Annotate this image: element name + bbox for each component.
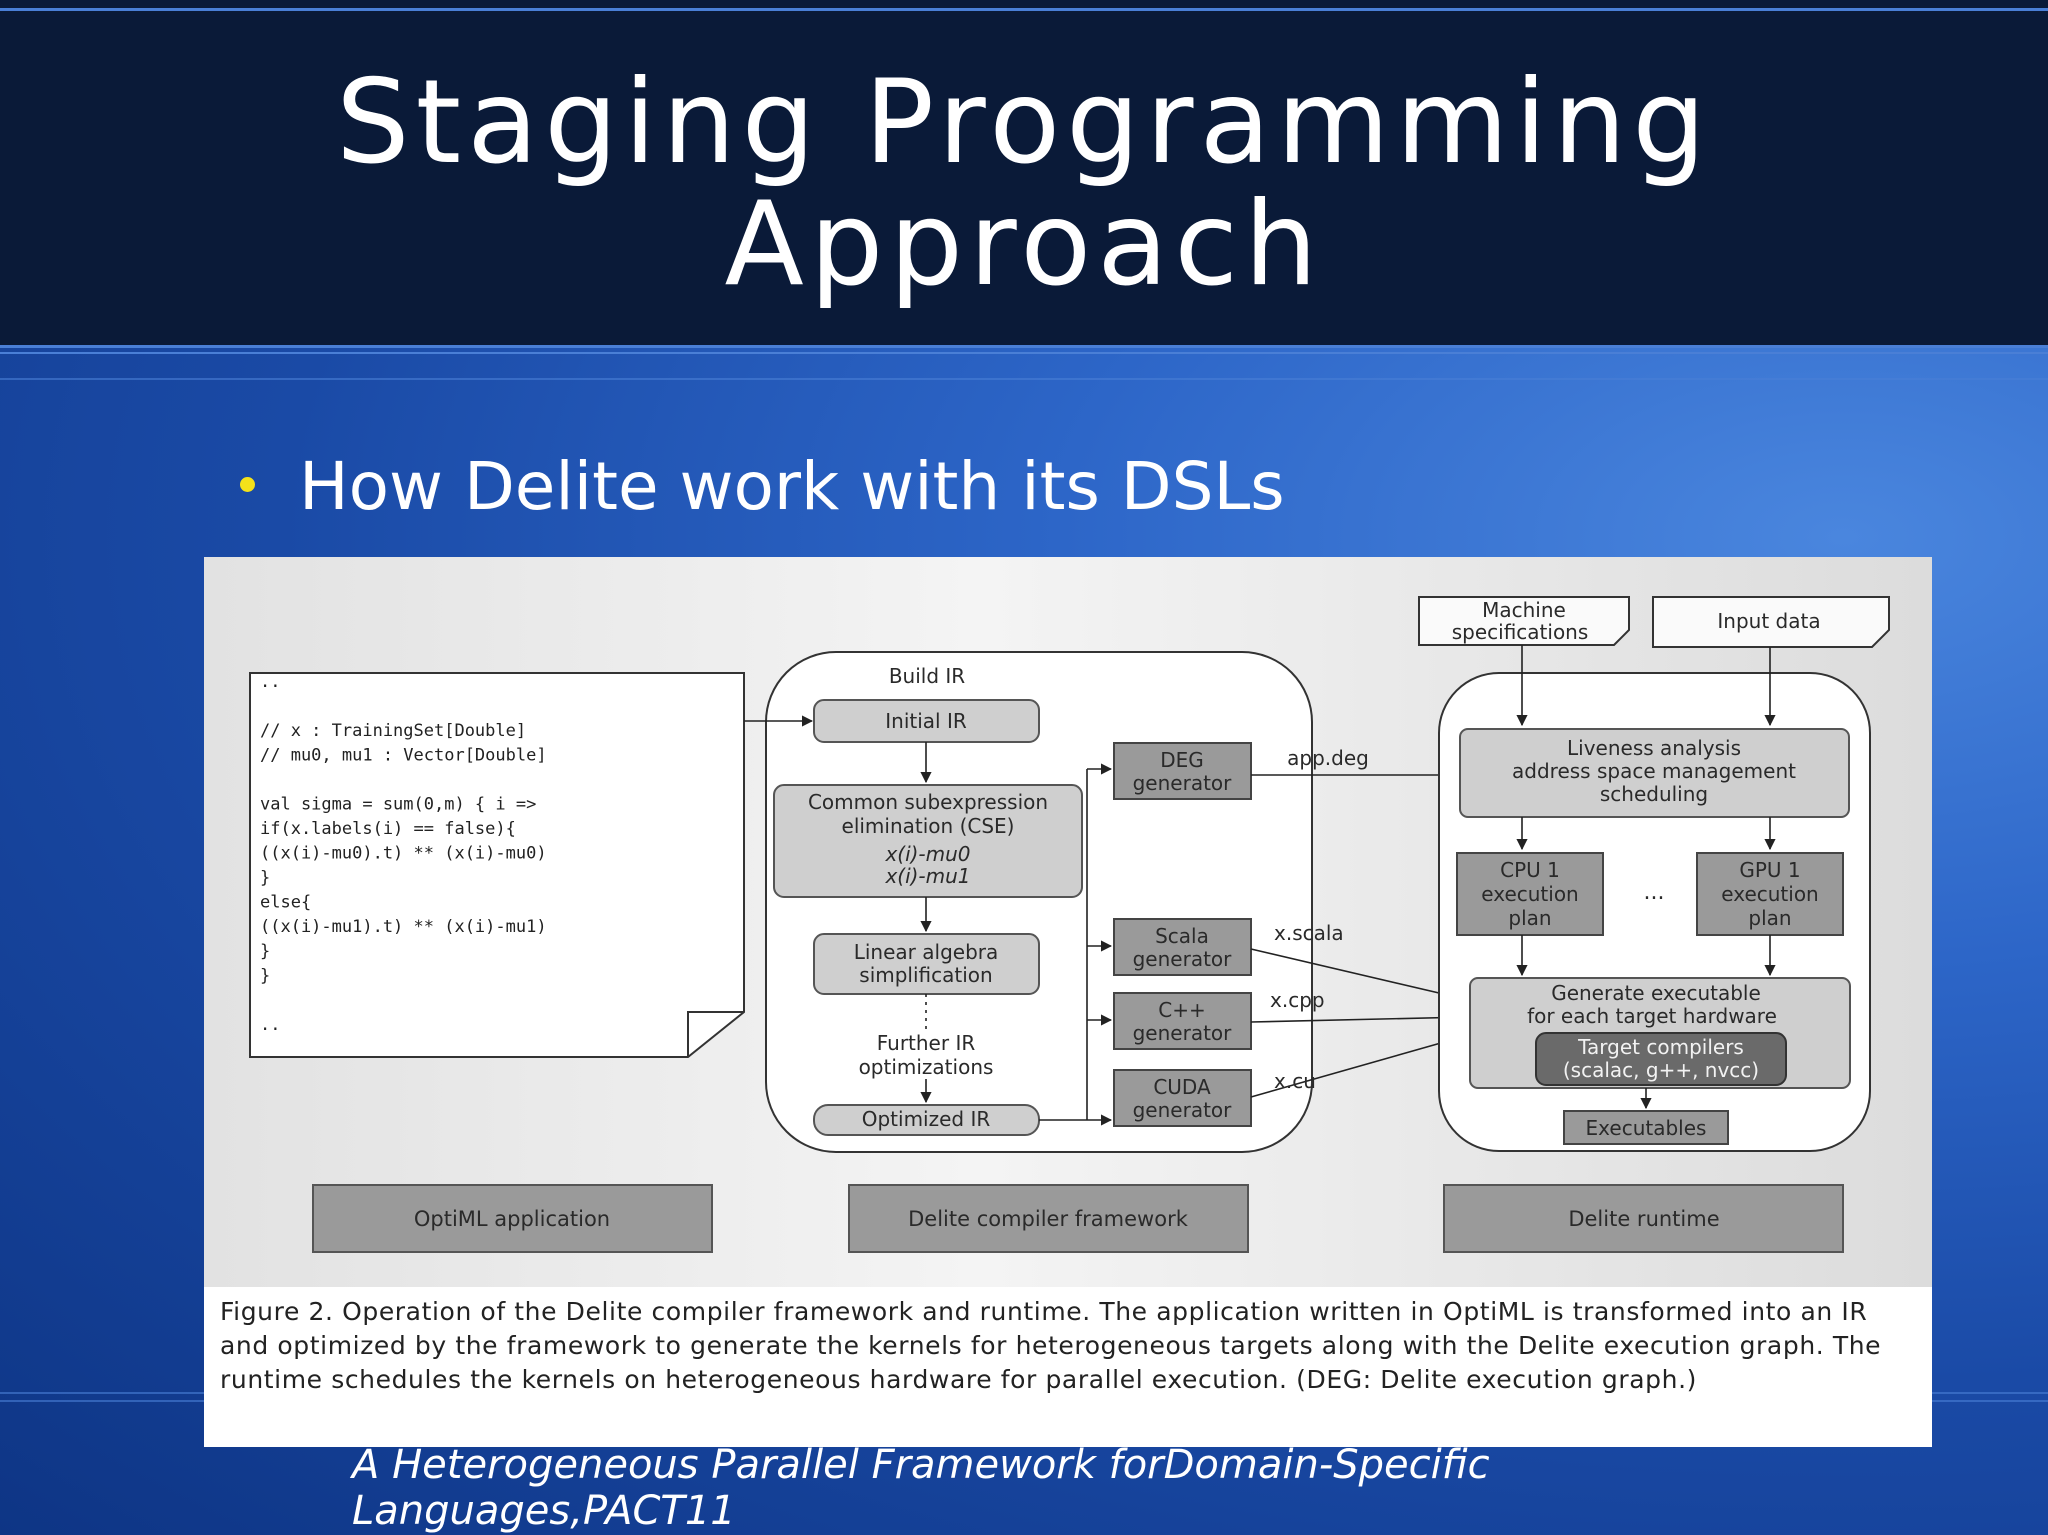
- slide-title: Staging Programming Approach: [0, 62, 2048, 306]
- plan-label: plan: [1748, 906, 1791, 930]
- section-label: Delite compiler framework: [908, 1207, 1189, 1231]
- liveness-label: Liveness analysis: [1567, 736, 1741, 760]
- generator-label: generator: [1133, 1021, 1233, 1045]
- code-line: else{: [260, 893, 311, 913]
- generate-exec-label: Generate executable: [1551, 981, 1761, 1005]
- cse-label: Common subexpression: [808, 790, 1048, 814]
- further-ir-label: Further IR: [877, 1031, 976, 1055]
- cuda-generator-box: [1113, 1069, 1252, 1127]
- cse-box: [773, 784, 1083, 898]
- cse-expression: x(i)-mu1: [884, 864, 970, 888]
- generator-label: Scala: [1155, 924, 1209, 948]
- divider-line: [0, 8, 2048, 11]
- executables-box: [1563, 1110, 1729, 1145]
- scala-generator-box: [1113, 918, 1252, 976]
- title-bar: [0, 0, 2048, 348]
- cse-label: elimination (CSE): [842, 814, 1015, 838]
- plan-label: execution: [1481, 882, 1578, 906]
- machine-spec-document: [1418, 596, 1630, 646]
- output-file-label: x.cpp: [1270, 988, 1325, 1012]
- section-label-box: [312, 1184, 713, 1253]
- output-file-label: x.cu: [1274, 1069, 1316, 1093]
- flow-arrow: [1250, 948, 1471, 1004]
- code-line: ..: [260, 1015, 280, 1035]
- cpp-generator-box: [1113, 992, 1252, 1050]
- linalg-label: Linear algebra: [854, 940, 999, 964]
- delite-diagram: .. // x : TrainingSet[Double] // mu0, mu1 …: [249, 596, 1890, 1253]
- flow-arrow: [1250, 1011, 1471, 1023]
- target-compilers-box: [1535, 1032, 1787, 1086]
- gpu-plan-box: [1696, 852, 1844, 936]
- code-line: if(x.labels(i) == false){: [260, 819, 516, 839]
- input-doc-label: specifications: [1452, 620, 1589, 644]
- section-label: OptiML application: [414, 1207, 610, 1231]
- ellipsis-label: ...: [1644, 880, 1665, 905]
- generator-label: generator: [1133, 771, 1233, 795]
- liveness-box: [1459, 728, 1850, 818]
- input-doc-label: Input data: [1717, 609, 1820, 633]
- liveness-label: address space management: [1512, 759, 1796, 783]
- section-label: Delite runtime: [1568, 1207, 1719, 1231]
- input-doc-label: Machine: [1482, 598, 1566, 622]
- divider-line: [0, 378, 2048, 380]
- input-data-document: [1652, 596, 1890, 648]
- code-line: ((x(i)-mu0).t) ** (x(i)-mu0): [260, 844, 547, 864]
- executables-label: Executables: [1586, 1116, 1707, 1140]
- generator-label: generator: [1133, 947, 1233, 971]
- build-ir-label: Build IR: [889, 664, 965, 688]
- code-line: ..: [260, 672, 280, 692]
- bullet-item: How Delite work with its DSLs: [240, 448, 1285, 525]
- code-line: // mu0, mu1 : Vector[Double]: [260, 746, 547, 766]
- code-line: }: [260, 868, 270, 888]
- cse-expression: x(i)-mu0: [884, 842, 970, 866]
- citation-text: A Heterogeneous Parallel Framework forDo…: [352, 1442, 1490, 1534]
- generator-label: CUDA: [1153, 1075, 1211, 1099]
- plan-label: CPU 1: [1500, 858, 1560, 882]
- code-line: // x : TrainingSet[Double]: [260, 721, 526, 741]
- code-line: }: [260, 966, 270, 986]
- section-label-box: [848, 1184, 1249, 1253]
- output-file-label: x.scala: [1274, 921, 1344, 945]
- slide-title-line: Staging Programming: [336, 55, 1712, 190]
- figure-caption: Figure 2. Operation of the Delite compil…: [220, 1297, 1882, 1394]
- plan-label: GPU 1: [1739, 858, 1800, 882]
- divider-line: [0, 352, 2048, 354]
- code-line: val sigma = sum(0,m) { i =>: [260, 795, 536, 815]
- bullet-icon: [240, 477, 255, 493]
- code-listing: .. // x : TrainingSet[Double] // mu0, mu1 …: [260, 672, 547, 1035]
- cpu-plan-box: [1456, 852, 1604, 936]
- document-fold: [687, 1011, 744, 1057]
- generator-label: C++: [1158, 998, 1205, 1022]
- output-file-label: app.deg: [1287, 746, 1369, 770]
- generator-label: DEG: [1160, 748, 1204, 772]
- generator-label: generator: [1133, 1098, 1233, 1122]
- generate-exec-label: for each target hardware: [1527, 1004, 1777, 1028]
- plan-label: execution: [1721, 882, 1818, 906]
- divider-line: [0, 345, 2048, 348]
- plan-label: plan: [1508, 906, 1551, 930]
- figure-caption-area: Figure 2. Operation of the Delite compil…: [204, 1287, 1932, 1447]
- target-compilers-label: (scalac, g++, nvcc): [1563, 1058, 1759, 1082]
- deg-generator-box: [1113, 742, 1252, 800]
- code-line: }: [260, 942, 270, 962]
- section-label-box: [1443, 1184, 1844, 1253]
- target-compilers-label: Target compilers: [1577, 1035, 1744, 1059]
- slide-title-line: Approach: [724, 177, 1324, 312]
- liveness-label: scheduling: [1600, 782, 1708, 806]
- code-document: [249, 672, 745, 1058]
- code-line: ((x(i)-mu1).t) ** (x(i)-mu1): [260, 917, 547, 937]
- initial-ir-label: Initial IR: [885, 709, 967, 733]
- bullet-text: How Delite work with its DSLs: [299, 448, 1285, 525]
- flow-arrow: [1250, 1032, 1471, 1098]
- linalg-label: simplification: [859, 963, 992, 987]
- further-ir-label: optimizations: [859, 1055, 994, 1079]
- optimized-ir-label: Optimized IR: [862, 1107, 991, 1131]
